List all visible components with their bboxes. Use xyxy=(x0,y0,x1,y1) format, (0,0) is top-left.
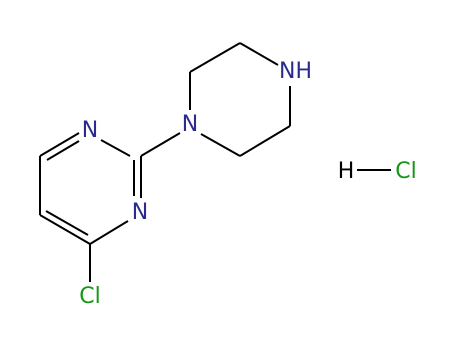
bond-n1-c2 xyxy=(100,139,131,157)
pyrimidine-ring xyxy=(39,132,181,282)
bond-c6-n1 xyxy=(39,132,80,157)
bond-c4-c5 xyxy=(39,214,91,245)
bond-n3-c4 xyxy=(89,220,129,245)
atom-nh-piperazine: NH xyxy=(279,59,312,84)
bond-ca-cb xyxy=(189,42,241,73)
bond-c6-n1-inner xyxy=(46,140,80,161)
bond-cd-npip xyxy=(200,133,241,157)
atom-n-pyrimidine-bottom: N xyxy=(132,200,148,225)
atom-n-pyrimidine-top: N xyxy=(82,118,98,143)
atom-h-counterion: H xyxy=(338,159,355,184)
atom-cl-counterion: Cl xyxy=(395,159,416,184)
atom-n-piperazine-attached: N xyxy=(182,112,198,137)
bond-cb-nh xyxy=(239,42,279,66)
atom-cl-substituent: Cl xyxy=(79,284,100,309)
bond-c4-c5-inner xyxy=(45,210,89,236)
bond-c2-npip xyxy=(140,132,181,157)
piperazine-ring xyxy=(189,42,291,157)
bond-cc-cd xyxy=(239,125,291,157)
